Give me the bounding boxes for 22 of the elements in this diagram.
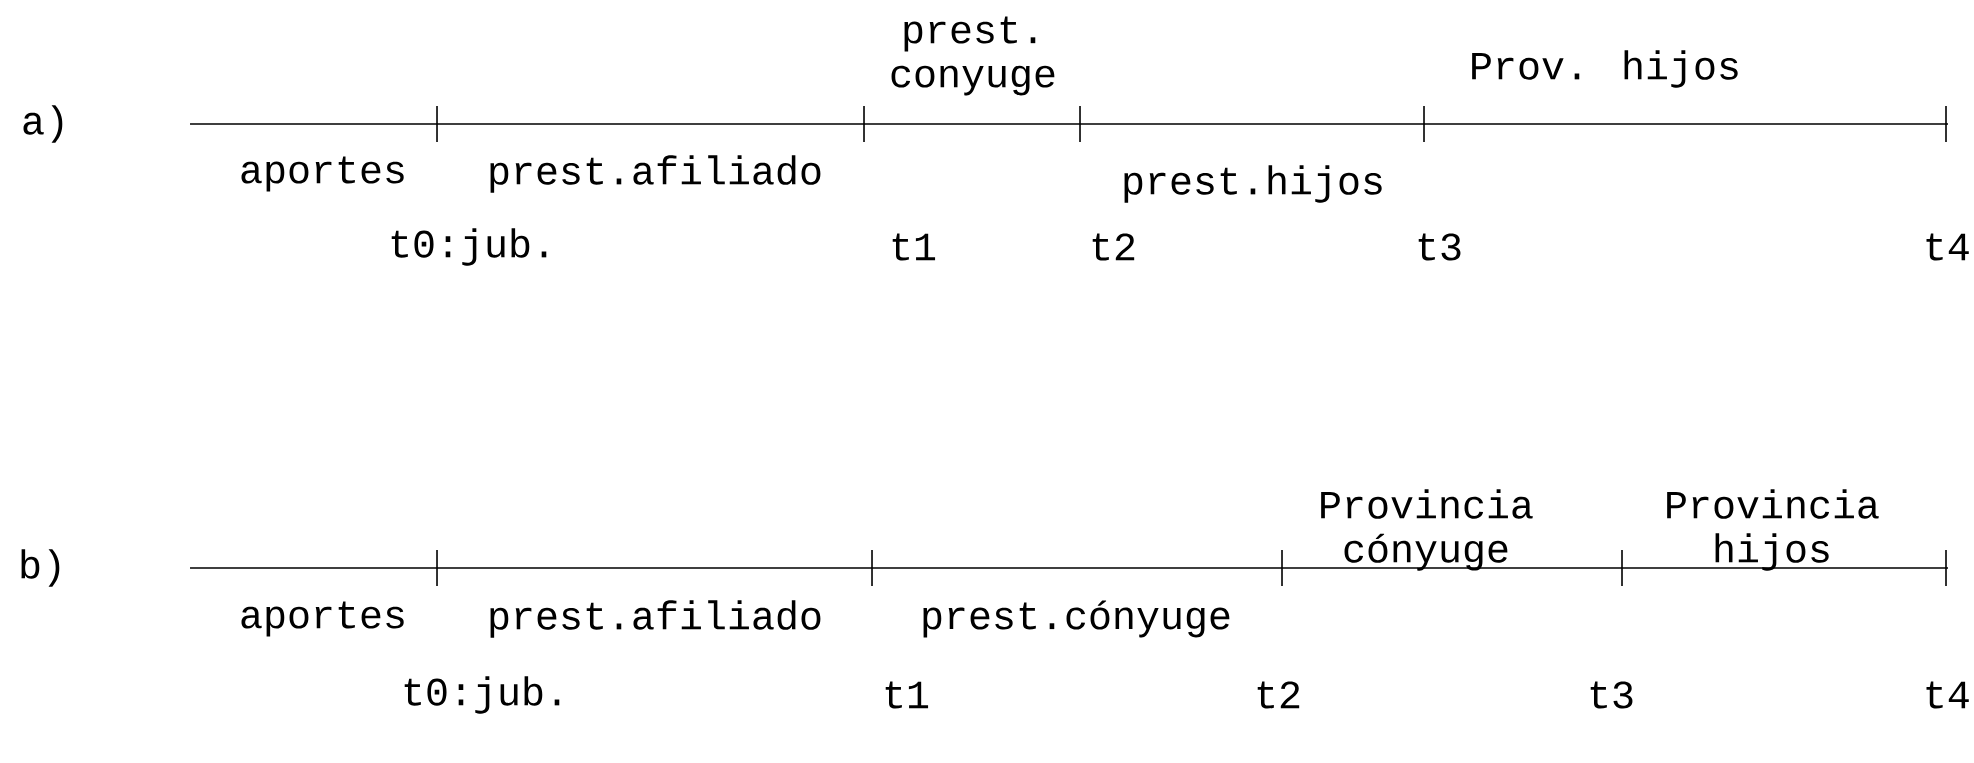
time-label: t2 <box>1092 233 1135 261</box>
segment-label: prest.afiliado <box>490 155 821 193</box>
panel-letter: a) <box>23 105 63 143</box>
segment-label: prest.hijos <box>1124 165 1382 203</box>
segment-label: prest.cónyuge <box>923 600 1230 638</box>
time-label: t2 <box>1257 681 1300 709</box>
time-label: t3 <box>1590 681 1633 709</box>
time-label: t4 <box>1926 681 1969 709</box>
segment-label: prest.afiliado <box>490 600 821 638</box>
segment-label: prest. conyuge <box>891 16 1055 96</box>
segment-label: aportes <box>241 156 404 192</box>
time-label: t1 <box>885 681 929 709</box>
segment-label: Provincia hijos <box>1667 489 1879 571</box>
panel-letter: b) <box>21 549 60 587</box>
time-label: t3 <box>1418 233 1461 261</box>
segment-label: Provincia cónyuge <box>1321 489 1533 571</box>
segment-label: Prov. hijos <box>1472 50 1738 88</box>
time-label: t4 <box>1926 233 1969 261</box>
time-label: t0:jub. <box>391 228 547 266</box>
time-label: t0:jub. <box>404 676 560 714</box>
segment-label: aportes <box>241 601 404 637</box>
time-label: t1 <box>892 233 936 261</box>
